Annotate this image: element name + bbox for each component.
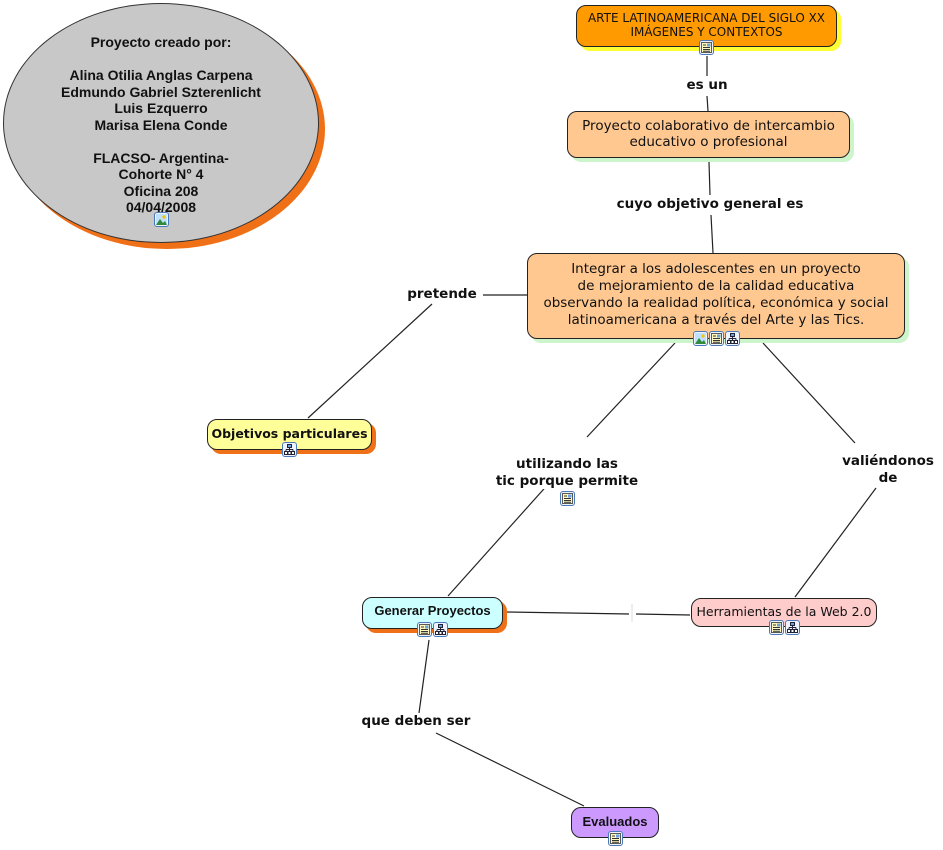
linking-phrase-que-deben-ser[interactable]: que deben ser bbox=[358, 713, 474, 730]
link-valiendonos-herramientas bbox=[794, 487, 877, 598]
link-integrar-utilizando bbox=[586, 342, 676, 438]
linking-phrase-cuyo-objetivo[interactable]: cuyo objetivo general es bbox=[610, 196, 810, 213]
document-icon[interactable] bbox=[607, 831, 623, 846]
linking-phrase-valiendonos[interactable]: valiéndonos de bbox=[836, 453, 940, 487]
herramientas-web-node[interactable]: Herramientas de la Web 2.0 bbox=[691, 598, 877, 635]
herramientas-web-text: Herramientas de la Web 2.0 bbox=[696, 604, 872, 619]
objetivos-particulares-node[interactable]: Objetivos particulares bbox=[207, 419, 372, 457]
concept-map-icon[interactable] bbox=[724, 331, 740, 346]
document-icon[interactable] bbox=[768, 620, 784, 635]
linking-phrase-pretende[interactable]: pretende bbox=[402, 286, 482, 303]
title-node[interactable]: ARTE LATINOAMERICANA DEL SIGLO XX IMÁGEN… bbox=[576, 5, 837, 55]
objetivos-particulares-text: Objetivos particulares bbox=[211, 426, 368, 441]
concept-map-icon[interactable] bbox=[282, 442, 297, 457]
link-pretende-objetivos bbox=[307, 303, 433, 419]
generar-proyectos-node[interactable]: Generar Proyectos bbox=[362, 597, 503, 637]
proyecto-colaborativo-node[interactable]: Proyecto colaborativo de intercambio edu… bbox=[567, 111, 850, 158]
generar-proyectos-text: Generar Proyectos bbox=[374, 603, 491, 618]
image-icon[interactable] bbox=[692, 331, 708, 346]
link-proyecto-cuyo bbox=[708, 161, 711, 196]
image-icon[interactable] bbox=[153, 212, 169, 227]
link-esun-proyecto bbox=[706, 95, 709, 112]
concept-map-icon[interactable] bbox=[784, 620, 800, 635]
document-icon[interactable] bbox=[559, 491, 575, 506]
linking-phrase-es-un[interactable]: es un bbox=[680, 77, 734, 94]
link-generar-herramientas-b bbox=[635, 613, 691, 616]
credits-text: Proyecto creado por: Alina Otilia Anglas… bbox=[61, 34, 261, 215]
proyecto-colaborativo-text: Proyecto colaborativo de intercambio edu… bbox=[582, 118, 835, 150]
document-icon[interactable] bbox=[699, 40, 714, 55]
document-icon[interactable] bbox=[417, 622, 432, 637]
link-generar-herramientas-a bbox=[505, 611, 630, 615]
evaluados-node[interactable]: Evaluados bbox=[571, 807, 659, 846]
document-icon[interactable] bbox=[708, 331, 724, 346]
link-quedeben-evaluados bbox=[435, 732, 585, 807]
evaluados-text: Evaluados bbox=[582, 814, 648, 829]
integrar-node[interactable]: Integrar a los adolescentes en un proyec… bbox=[527, 253, 905, 346]
integrar-text: Integrar a los adolescentes en un proyec… bbox=[543, 261, 889, 328]
link-integrar-valiendonos bbox=[762, 342, 856, 444]
link-utilizando-generar bbox=[447, 480, 552, 597]
link-cuyo-integrar bbox=[710, 214, 714, 254]
concept-map-icon[interactable] bbox=[433, 622, 448, 637]
linking-phrase-utilizando-text: utilizando las tic porque permite bbox=[495, 456, 639, 489]
credits-node[interactable]: Proyecto creado por: Alina Otilia Anglas… bbox=[3, 3, 319, 243]
link-generar-quedeben bbox=[418, 639, 430, 714]
linking-phrase-utilizando[interactable]: utilizando las tic porque permite bbox=[492, 439, 642, 523]
title-node-text: ARTE LATINOAMERICANA DEL SIGLO XX IMÁGEN… bbox=[587, 11, 826, 39]
